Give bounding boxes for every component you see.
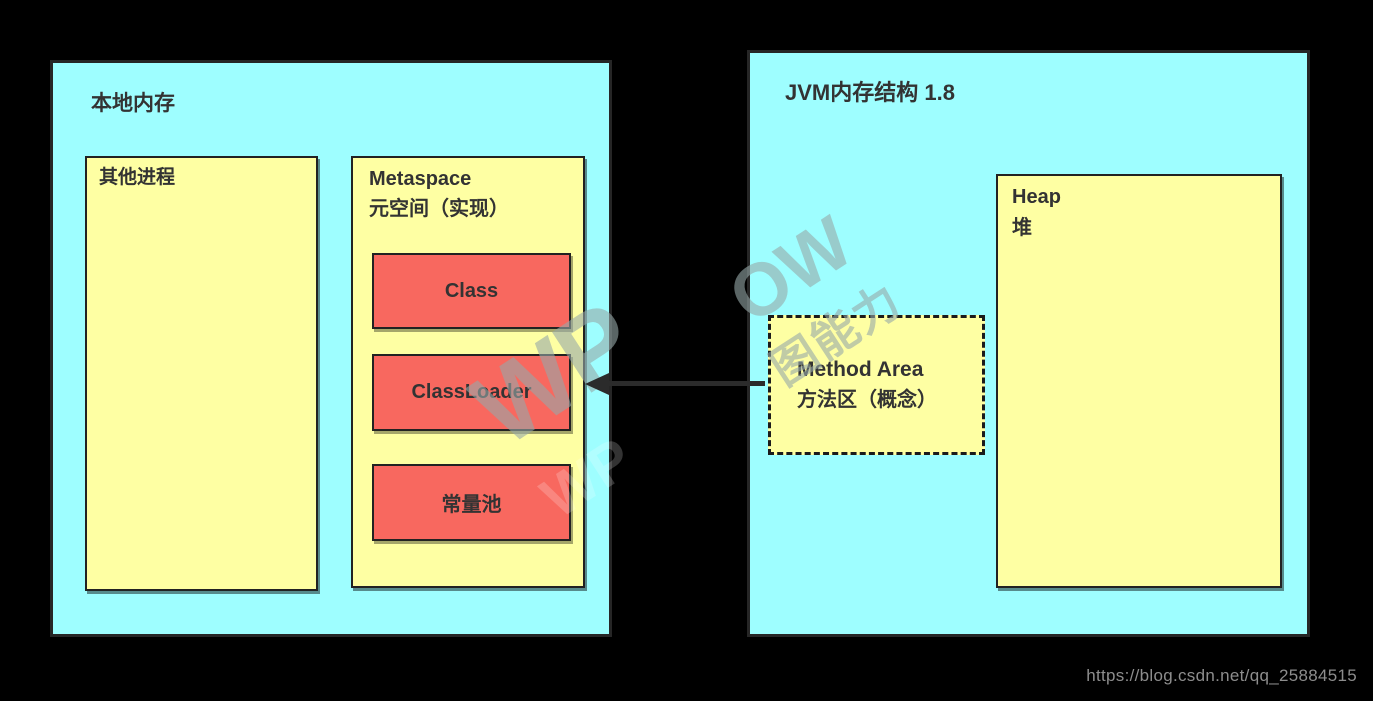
constant-pool-box-label: 常量池 [441, 494, 502, 516]
other-process-label: 其他进程 [99, 167, 176, 188]
local-memory-title: 本地内存 [91, 92, 175, 115]
arrow-left-icon [585, 373, 609, 395]
local-memory-panel: 本地内存 其他进程 Metaspace 元空间（实现） Class ClassL… [50, 60, 612, 637]
method-area-label-en: Method Area [797, 358, 924, 382]
classloader-box-label: ClassLoader [411, 381, 532, 403]
heap-box: Heap 堆 [996, 174, 1282, 588]
metaspace-title-en: Metaspace [369, 168, 472, 190]
heap-label-zh: 堆 [1012, 217, 1032, 239]
metaspace-title: Metaspace 元空间（实现） [353, 158, 583, 230]
method-area-to-classloader-connector [604, 381, 765, 386]
jvm-structure-panel: JVM内存结构 1.8 Heap 堆 Method Area 方法区（概念） [747, 50, 1310, 637]
constant-pool-box: 常量池 [372, 464, 571, 541]
method-area-box: Method Area 方法区（概念） [768, 315, 985, 455]
other-process-box: 其他进程 [85, 156, 318, 591]
metaspace-box: Metaspace 元空间（实现） Class ClassLoader 常量池 [351, 156, 585, 588]
heap-label: Heap 堆 [998, 176, 1280, 250]
source-url-text: https://blog.csdn.net/qq_25884515 [1086, 666, 1357, 685]
classloader-box: ClassLoader [372, 354, 571, 431]
metaspace-title-zh: 元空间（实现） [369, 198, 509, 220]
class-box-label: Class [444, 279, 499, 302]
method-area-label-zh: 方法区（概念） [797, 388, 937, 411]
heap-label-en: Heap [1012, 186, 1061, 208]
jvm-structure-title: JVM内存结构 1.8 [785, 80, 955, 105]
class-box: Class [372, 253, 571, 329]
